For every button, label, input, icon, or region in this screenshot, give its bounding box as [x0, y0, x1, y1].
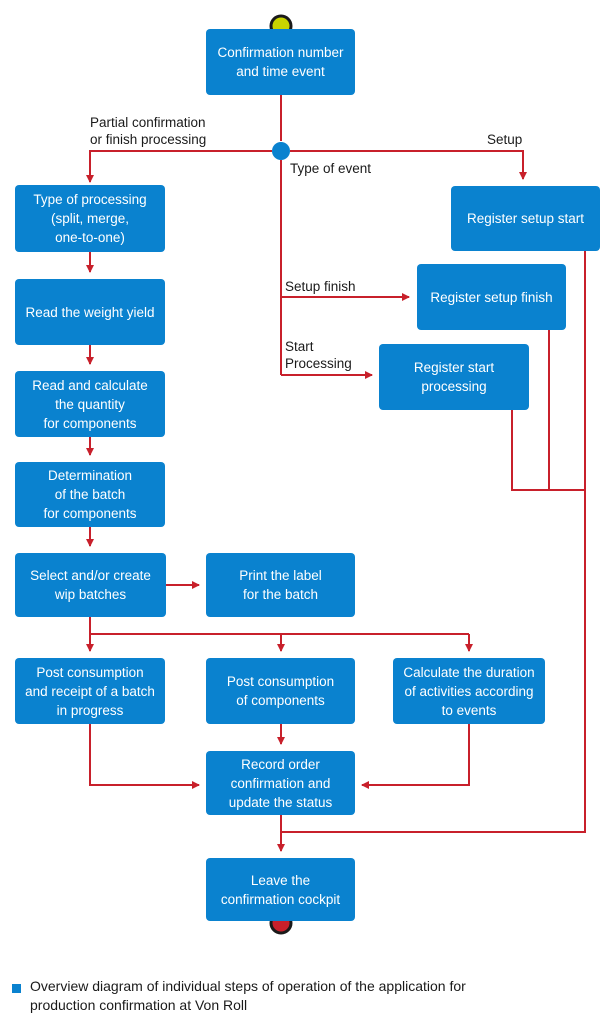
caption: Overview diagram of individual steps of … [12, 977, 602, 1015]
decision-node-icon [272, 142, 290, 160]
label-setup-finish: Setup finish [285, 279, 356, 294]
label-setup: Setup [487, 132, 523, 147]
box-register-setup-finish: Register setup finish [417, 264, 566, 330]
edge-receipt-to-record [89, 724, 200, 789]
box-select-create-wip: Select and/or create wip batches [15, 553, 166, 617]
edge-partial-confirmation [86, 150, 272, 183]
box-register-setup-start: Register setup start [451, 186, 600, 251]
box-determination-batch: Determination of the batch for component… [15, 462, 165, 527]
label-type-of-event: Type of event [290, 161, 372, 176]
edge-start-processing-return [511, 410, 585, 491]
box-post-consumption-receipt: Post consumption and receipt of a batch … [15, 658, 165, 724]
caption-bullet-icon [12, 984, 21, 993]
edge-duration-to-record [361, 724, 470, 789]
box-type-of-processing: Type of processing (split, merge, one-to… [15, 185, 165, 252]
box-print-label: Print the label for the batch [206, 553, 355, 617]
box-calculate-duration: Calculate the duration of activities acc… [393, 658, 545, 724]
box-post-consumption-components: Post consumption of components [206, 658, 355, 724]
box-confirmation-number: Confirmation number and time event [206, 29, 355, 95]
edge-setup-start-return [281, 251, 586, 833]
caption-text: Overview diagram of individual steps of … [30, 978, 466, 1013]
box-register-start-processing: Register start processing [379, 344, 529, 410]
label-partial-confirmation: Partial confirmation or finish processin… [90, 115, 207, 147]
edge-setup [290, 150, 527, 180]
label-start-processing: Start Processing [285, 339, 352, 371]
box-record-order-confirmation: Record order confirmation and update the… [206, 751, 355, 815]
edge-wip-fanout [89, 617, 469, 635]
box-read-calculate-quantity: Read and calculate the quantity for comp… [15, 371, 165, 437]
box-read-weight-yield: Read the weight yield [15, 279, 165, 345]
box-leave-cockpit: Leave the confirmation cockpit [206, 858, 355, 921]
